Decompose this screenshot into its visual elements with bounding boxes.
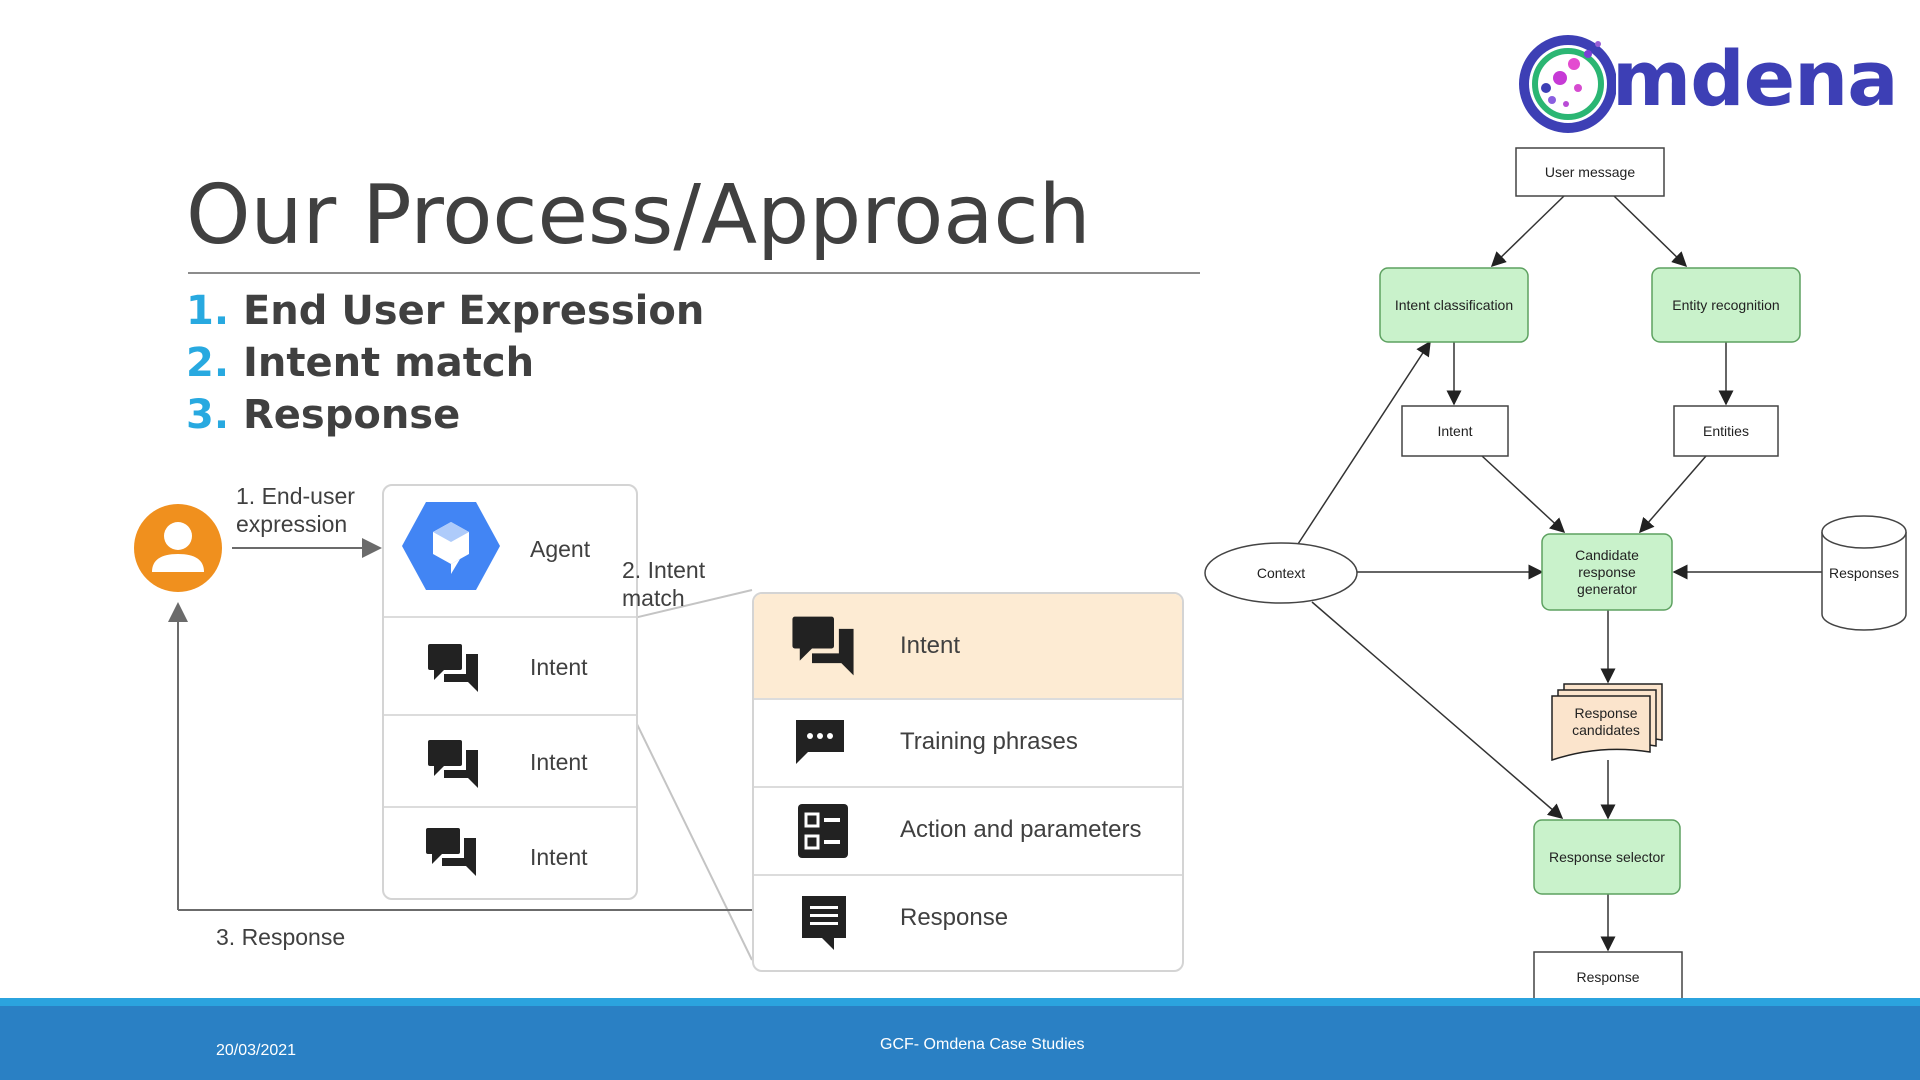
user-avatar-icon [134, 504, 222, 592]
edge [1613, 195, 1688, 268]
detail-response-label: Response [900, 904, 1009, 931]
step-3-number: 3. [186, 392, 230, 438]
nlu-flowchart: User message Intent classification Entit… [1204, 147, 1907, 1000]
agent-intent-label: Intent [530, 844, 588, 870]
intent-classification-node [1379, 267, 1529, 343]
step-3: 3. Response [186, 392, 460, 438]
response-loop-label: 3. Response [216, 924, 346, 950]
row-divider [754, 786, 1182, 788]
edge [1639, 455, 1707, 534]
detail-action-parameters-label: Action and parameters [900, 816, 1142, 843]
intent-node [1401, 405, 1509, 457]
detail-training-phrases-label: Training phrases [900, 728, 1078, 755]
entity-recognition-text: Entity recognition [1672, 297, 1779, 313]
candidate-generator-node [1541, 533, 1673, 611]
edge [1311, 601, 1564, 819]
step-1: 1. End User Expression [186, 288, 704, 334]
step-2: 2. Intent match [186, 340, 534, 386]
step-1-number: 1. [186, 288, 230, 334]
intent-classification-text: Intent classification [1395, 297, 1513, 313]
agent-divider [384, 616, 636, 618]
agent-intent-label: Intent [530, 749, 588, 775]
chat-bubbles-icon [792, 616, 854, 676]
response-selector-text: Response selector [1549, 849, 1665, 865]
step-1-text: End User Expression [242, 288, 705, 334]
omdena-logo-text: mdena [1612, 34, 1899, 123]
label-line: Candidate [1575, 547, 1639, 563]
label-line: Response [1574, 705, 1637, 721]
entities-node [1673, 405, 1779, 457]
entities-text: Entities [1703, 423, 1749, 439]
chat-bubbles-icon [426, 828, 476, 876]
row-divider [754, 874, 1182, 876]
row-divider [754, 698, 1182, 700]
edge [1490, 195, 1565, 268]
step-3-text: Response [242, 392, 461, 438]
step-2-text: Intent match [242, 340, 535, 386]
detail-intent-label: Intent [900, 632, 961, 659]
title-divider [188, 272, 1200, 274]
list-checks-icon [798, 804, 848, 858]
user-message-text: User message [1545, 164, 1635, 180]
agent-divider [384, 714, 636, 716]
response-text: Response [1576, 969, 1639, 985]
footer-title: GCF- Omdena Case Studies [880, 1036, 1085, 1053]
chat-bubbles-icon [428, 644, 478, 692]
edge [1297, 340, 1431, 545]
label-line: response [1578, 564, 1636, 580]
agent-label: Agent [530, 536, 591, 562]
chat-bubbles-icon [428, 740, 478, 788]
footer-accent-stripe [0, 998, 1920, 1006]
dialogflow-agent-icon [402, 502, 500, 590]
footer-date: 20/03/2021 [216, 1042, 297, 1059]
footer-bar [0, 1006, 1920, 1080]
step-2-number: 2. [186, 340, 230, 386]
message-dots-icon [796, 720, 844, 764]
response-selector-node [1533, 819, 1681, 895]
label-line: generator [1577, 581, 1637, 597]
end-user-expression-label: 1. End-user expression [236, 483, 355, 537]
responses-database-node [1821, 515, 1907, 631]
intent-text: Intent [1437, 423, 1472, 439]
label-line: candidates [1572, 722, 1640, 738]
agent-divider [384, 806, 636, 808]
intent-match-label: 2. Intent match [622, 557, 706, 611]
context-node [1204, 542, 1358, 604]
response-candidates-node [1551, 683, 1663, 762]
response-node [1533, 951, 1683, 1000]
context-text: Context [1257, 565, 1305, 581]
slide-title: Our Process/Approach [186, 168, 1091, 263]
user-message-node [1515, 147, 1665, 197]
omdena-logo-icon [1519, 35, 1616, 133]
edge [1481, 455, 1566, 534]
left-diagram-connectors [168, 538, 753, 961]
responses-text: Responses [1829, 565, 1899, 581]
agent-intent-label: Intent [530, 654, 588, 680]
entity-recognition-node [1651, 267, 1801, 343]
message-lines-icon [802, 896, 846, 950]
